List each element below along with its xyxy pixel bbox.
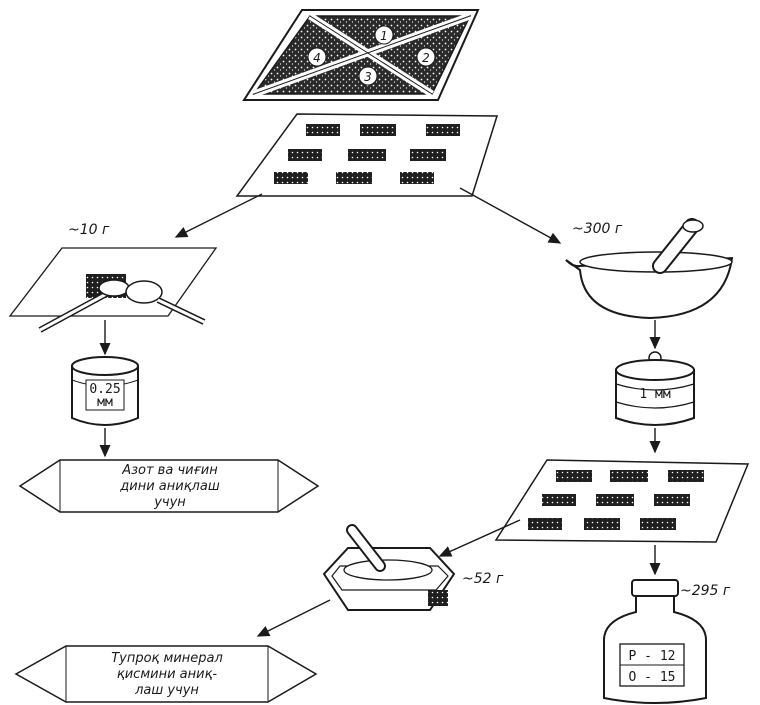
spoon-bowl-right — [125, 280, 163, 304]
sample-can: 0.25 мм — [71, 356, 139, 426]
plot-section-3: 3 — [358, 66, 378, 86]
banner-nitrogen-line-2: дини аниқлаш — [119, 479, 220, 494]
plot-number-4: 4 — [313, 51, 321, 65]
bottle-label-line-1: Р - 12 — [629, 649, 676, 664]
sieve-drum: 1 мм — [615, 351, 695, 426]
spoon-sheet — [8, 247, 218, 333]
bottle-label-line-2: О - 15 — [629, 670, 676, 685]
large-mortar — [565, 218, 734, 320]
drum-label: 1 мм — [639, 387, 670, 402]
arrow-to-left-branch — [174, 193, 263, 238]
spoon-bowl-left — [98, 279, 130, 297]
sample-bottle: Р - 12 О - 15 — [603, 579, 707, 704]
sample-sheet-right — [494, 459, 750, 543]
arrow-to-right-branch — [459, 187, 562, 244]
bottle-sample-weight: ~295 г — [680, 583, 731, 599]
can-label-line-1: 0.25 — [89, 382, 120, 397]
plot-number-2: 2 — [422, 51, 430, 65]
left-sample-weight: ~10 г — [68, 222, 110, 238]
banner-nitrogen: Азот ва чиғин дини аниқлаш учун — [18, 459, 320, 513]
plot-section-2: 2 — [416, 47, 436, 67]
arrow-mortar-to-banner — [256, 599, 331, 637]
banner-nitrogen-line-1: Азот ва чиғин — [121, 463, 218, 478]
plot-section-4: 4 — [307, 47, 327, 67]
banner-nitrogen-line-3: учун — [153, 495, 186, 510]
field-plot: 1 2 3 4 — [242, 9, 480, 101]
banner-mineral: Тупроқ минерал қисмини аниқ- лаш учун — [14, 645, 318, 703]
plot-number-1: 1 — [380, 29, 388, 43]
small-mortar — [322, 524, 456, 611]
plot-number-3: 3 — [364, 70, 372, 84]
can-label-line-2: мм — [97, 395, 113, 410]
sample-sheet-top — [235, 113, 499, 197]
banner-mineral-line-2: қисмини аниқ- — [117, 667, 218, 682]
banner-mineral-line-1: Тупроқ минерал — [111, 651, 223, 666]
small-pestle — [346, 524, 386, 572]
large-pestle — [652, 218, 704, 274]
mortar-sample-weight: ~52 г — [462, 571, 504, 587]
banner-mineral-line-3: лаш учун — [134, 683, 199, 698]
arrow-sheet-to-small-mortar — [438, 519, 521, 557]
plot-section-1: 1 — [374, 25, 394, 45]
right-sample-weight: ~300 г — [572, 221, 623, 237]
